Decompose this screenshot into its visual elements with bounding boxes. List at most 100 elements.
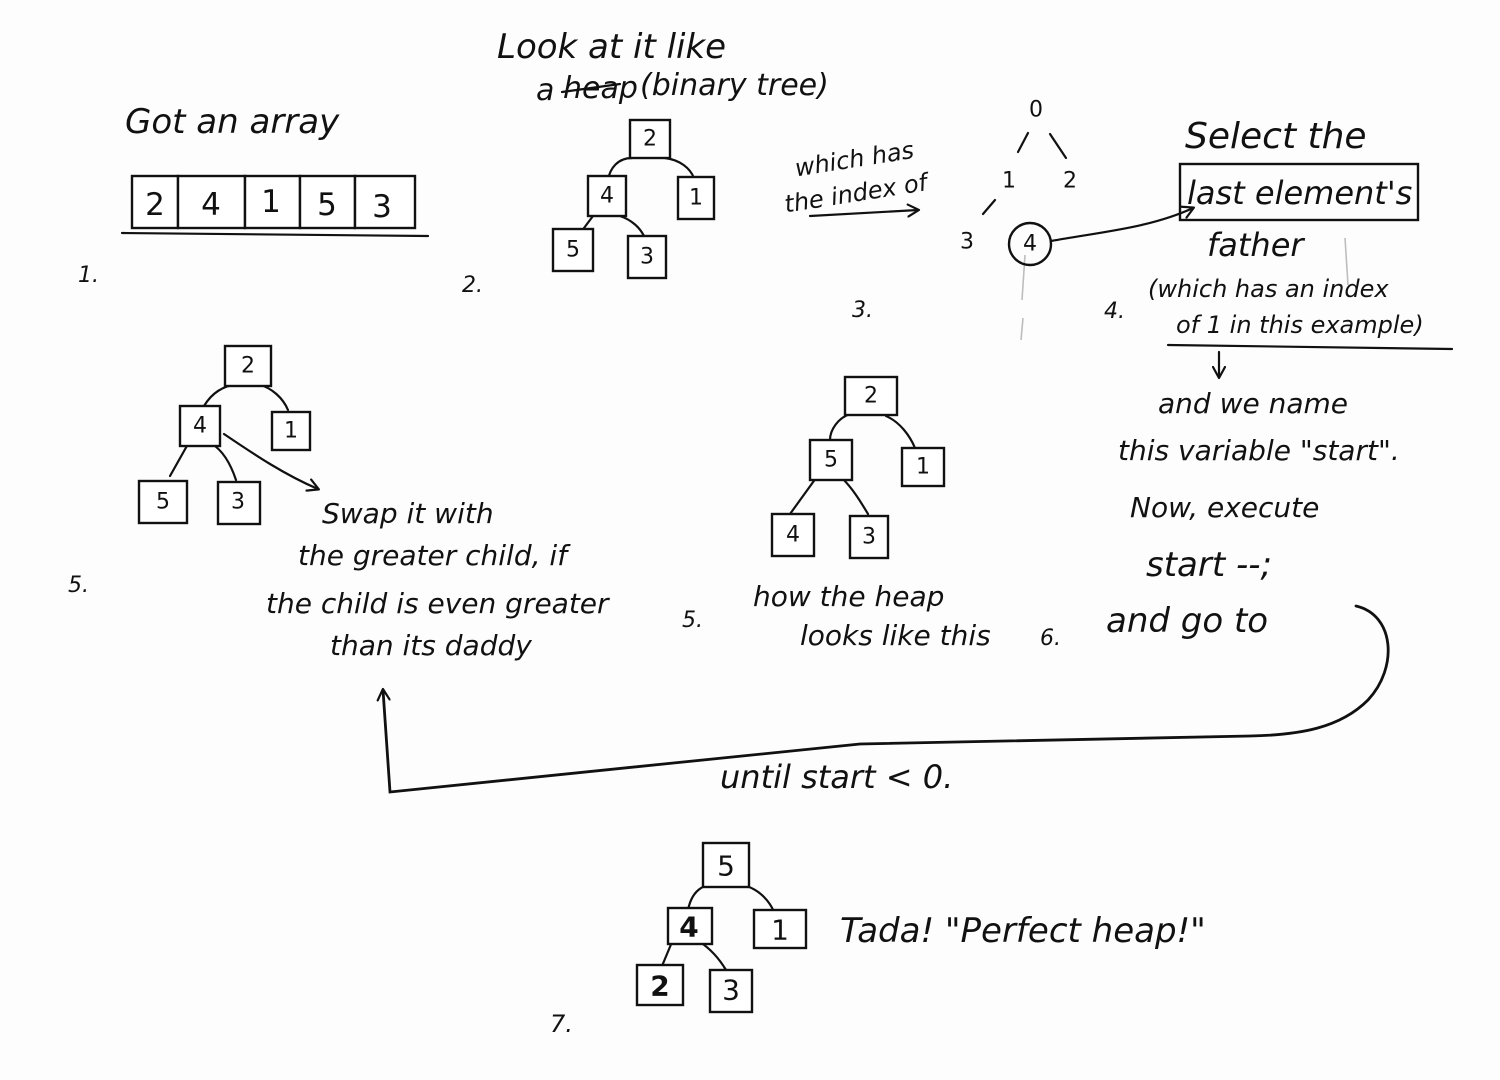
faint-guide-line	[1021, 254, 1026, 301]
tree-node-value: 1	[689, 186, 703, 211]
tree-node	[676, 175, 716, 221]
tree-node-value: 4	[193, 414, 207, 439]
index-edge	[1016, 131, 1030, 154]
tree-node-value: 1	[771, 914, 789, 947]
tree-node-value: 2	[650, 970, 669, 1003]
tree-node	[586, 174, 628, 218]
swap-arrow	[222, 432, 318, 489]
array-cell	[243, 174, 302, 230]
index-node-value: 2	[1063, 169, 1077, 194]
last-element-circle	[1007, 221, 1053, 267]
tree-node	[270, 410, 312, 452]
tree-edge	[788, 476, 818, 516]
tree-node	[900, 446, 946, 488]
tree-edge	[168, 442, 190, 478]
tree-node	[178, 404, 222, 448]
tree-edge	[744, 884, 776, 914]
tree-node-value: 4	[786, 523, 800, 548]
step3-arrow	[808, 210, 918, 216]
loop-arrow	[383, 604, 1390, 794]
step4-line1: Select the	[1185, 116, 1367, 157]
array-cell	[353, 174, 417, 230]
step7-caption: Tada! "Perfect heap!"	[840, 911, 1206, 951]
step2-caption-prefix: a	[536, 73, 554, 108]
faint-guide-line	[1020, 317, 1024, 341]
heap-strikeline	[560, 82, 622, 94]
tree-node	[626, 234, 668, 280]
tree-node-value: 4	[600, 184, 614, 209]
tree-edge	[256, 382, 290, 412]
tree-node	[666, 906, 714, 946]
array-underline	[120, 231, 430, 238]
step4-underline	[1166, 343, 1454, 351]
tree-edge	[698, 940, 728, 972]
step7-label: 7.	[550, 1010, 573, 1038]
step5b-caption-line1: how the heap	[753, 580, 944, 613]
tree-node	[701, 841, 751, 889]
step4-line8: Now, execute	[1130, 491, 1319, 524]
step5b-label: 5.	[682, 608, 703, 633]
tree-node	[216, 480, 262, 526]
step4-line6: and we name	[1158, 387, 1348, 420]
tree-node	[752, 908, 808, 950]
tree-edge	[618, 214, 646, 238]
tree-edge	[828, 412, 852, 442]
tree-node	[551, 227, 595, 273]
tree-node-value: 5	[717, 850, 735, 883]
step2-caption-line1: Look at it like	[497, 27, 726, 67]
tree-edge	[582, 214, 595, 230]
step6-label: 6.	[1040, 626, 1061, 651]
array-value: 4	[201, 187, 221, 223]
tree-node	[708, 968, 754, 1014]
index-edge	[1048, 132, 1068, 160]
step5a-caption-line4: than its daddy	[330, 629, 532, 662]
last-element-box	[1178, 162, 1420, 222]
tree-node-value: 2	[241, 354, 255, 379]
step5a-caption-line1: Swap it with	[322, 497, 494, 530]
step5a-caption-line3: the child is even greater	[266, 587, 610, 620]
tree-node-value: 1	[284, 419, 298, 444]
tree-node-value: 3	[231, 490, 245, 515]
step3-label: 3.	[852, 298, 873, 323]
step1-label: 1.	[78, 263, 99, 288]
index-node-value: 4	[1023, 232, 1037, 257]
step4-line10: and go to	[1106, 601, 1268, 641]
step4-line3: father	[1207, 226, 1305, 264]
step4-line4: (which has an index	[1148, 275, 1389, 303]
tree-node-value: 1	[916, 455, 930, 480]
step2-tree: 2 4 1 5 3	[551, 118, 716, 280]
tree-node-value: 5	[824, 448, 838, 473]
array-value: 5	[317, 187, 337, 223]
tree-edge	[660, 940, 674, 968]
tree-edge	[202, 382, 240, 408]
index-node-value: 1	[1002, 169, 1016, 194]
tree-node-value: 2	[643, 127, 657, 152]
step5a-label: 5.	[68, 573, 89, 598]
father-connector	[1049, 208, 1193, 243]
step4-label: 4.	[1104, 299, 1125, 324]
index-tree: 0 1 2 3 4	[960, 98, 1077, 267]
array-boxes	[130, 174, 417, 230]
index-edge	[981, 198, 997, 216]
tree-edge	[210, 442, 238, 482]
step4-line7: this variable "start".	[1118, 434, 1400, 467]
tree-node-value: 4	[679, 911, 698, 944]
tree-edge	[840, 476, 870, 516]
step2-caption-suffix: (binary tree)	[640, 68, 829, 103]
tree-node	[848, 514, 890, 560]
step3-caption: which has the index of	[782, 136, 932, 219]
step5b-caption-line2: looks like this	[800, 619, 991, 652]
tree-node-value: 5	[566, 238, 580, 263]
step1-caption: Got an array	[125, 102, 340, 142]
tree-edge	[884, 414, 917, 450]
loop-caption: until start < 0.	[720, 758, 953, 796]
tree-node	[635, 963, 685, 1007]
faint-guide-line	[1344, 237, 1349, 286]
tree-node-value: 3	[640, 245, 654, 270]
step5b-tree: 2 5 1 4 3	[770, 375, 946, 560]
array-value: 2	[145, 187, 165, 223]
step5a-caption-line2: the greater child, if	[298, 539, 571, 572]
step4-line9: start --;	[1146, 545, 1272, 585]
